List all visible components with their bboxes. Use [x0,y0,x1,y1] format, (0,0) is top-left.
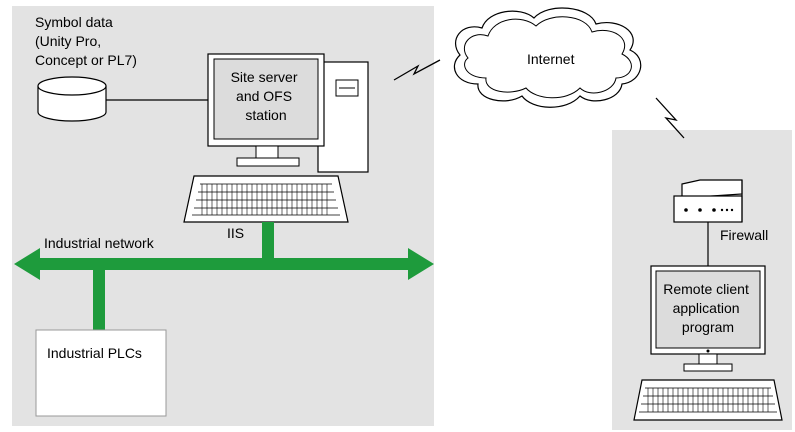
industrial-plcs-label: Industrial PLCs [47,345,142,361]
firewall-label: Firewall [720,227,768,243]
lightning-link-icon [393,59,441,81]
symbol-data-label: Symbol data (Unity Pro, Concept or PL7) [35,14,137,68]
database-cylinder-icon [37,76,107,122]
industrial-network-bus [14,222,434,330]
cloud-icon [454,7,642,108]
remote-client-label: Remote client application program [663,281,752,335]
lightning-link-remote [655,97,685,139]
site-server-label: Site server and OFS station [231,69,302,123]
client-computer-icon [633,265,783,421]
industrial-network-label: Industrial network [44,235,155,251]
internet-label: Internet [527,51,575,67]
iis-label: IIS [227,225,244,241]
industrial-plcs-box [35,329,167,417]
firewall-router-icon [673,179,743,223]
desktop-computer-icon [183,53,369,223]
